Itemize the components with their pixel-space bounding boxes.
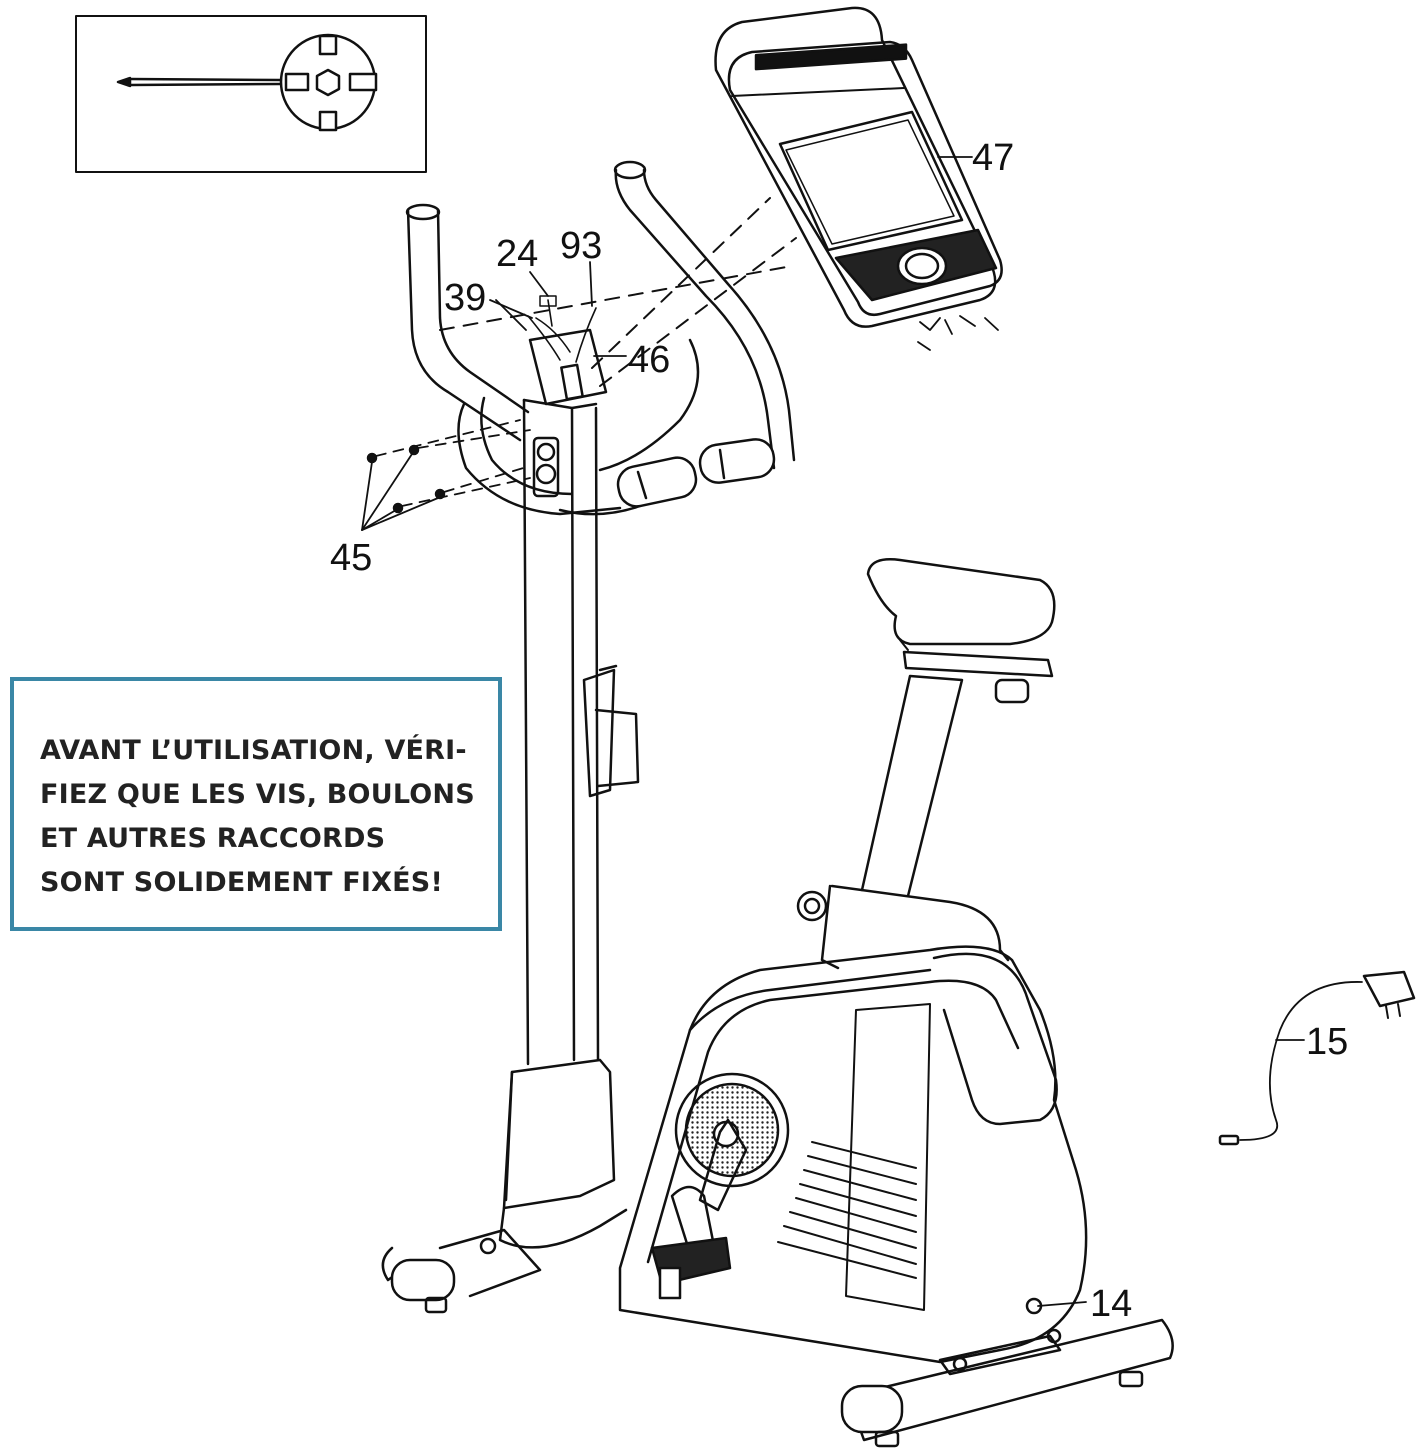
bottle-holder (582, 664, 640, 798)
tool-box (75, 15, 427, 173)
post-base (498, 1058, 628, 1249)
handlebars (405, 160, 796, 516)
notice-line: SONT SOLIDEMENT FIXÉS! (40, 867, 443, 898)
safety-notice-text: AVANT L’UTILISATION, VÉRI- FIEZ QUE LES … (40, 729, 490, 905)
part-label-47: 47 (972, 137, 1014, 179)
part-label-45: 45 (330, 537, 372, 579)
part-label-15: 15 (1306, 1021, 1348, 1063)
leader-lines (361, 156, 1305, 1307)
mounting-plate (527, 295, 608, 406)
upright-post (522, 398, 600, 1066)
part-label-24: 24 (496, 233, 538, 275)
rear-stabilizer (840, 1318, 1174, 1448)
notice-line: FIEZ QUE LES VIS, BOULONS (40, 779, 475, 810)
part-label-93: 93 (560, 225, 602, 267)
part-label-39: 39 (444, 277, 486, 319)
notice-line: ET AUTRES RACCORDS (40, 823, 386, 854)
notice-line: AVANT L’UTILISATION, VÉRI- (40, 735, 467, 766)
crank-pedal (650, 1118, 748, 1300)
console-guide-lines (439, 197, 797, 387)
front-stabilizer (381, 1228, 542, 1314)
seat-assembly (860, 558, 1056, 898)
power-adapter (1218, 970, 1416, 1146)
screwdriver-wrench-tool-icon (116, 33, 378, 132)
part-label-14: 14 (1090, 1283, 1132, 1325)
console-assembly (714, 6, 1003, 351)
safety-notice-box: AVANT L’UTILISATION, VÉRI- FIEZ QUE LES … (10, 677, 502, 931)
main-frame (618, 884, 1088, 1364)
screws (366, 419, 531, 514)
part-label-46: 46 (628, 339, 670, 381)
